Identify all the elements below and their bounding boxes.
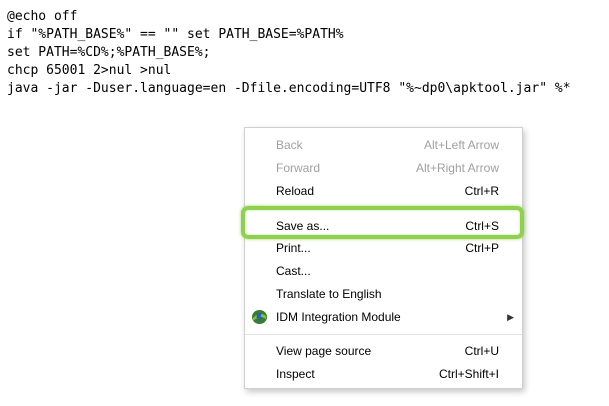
menu-item-back[interactable]: Back Alt+Left Arrow [245,134,522,156]
menu-item-label: Translate to English [276,287,382,301]
menu-item-label: Inspect [276,367,315,381]
idm-icon [252,310,267,324]
menu-item-shortcut: Alt+Left Arrow [423,138,499,152]
batch-script-text: @echo off if "%PATH_BASE%" == "" set PATH… [7,8,571,98]
menu-item-save-as[interactable]: Save as... Ctrl+S [245,215,522,237]
menu-item-translate[interactable]: Translate to English [245,283,522,305]
menu-item-shortcut: Ctrl+P [465,241,499,255]
code-line-2: if "%PATH_BASE%" == "" set PATH_BASE=%PA… [7,27,344,42]
menu-item-inspect[interactable]: Inspect Ctrl+Shift+I [245,363,522,385]
menu-separator [245,208,522,209]
menu-item-view-source[interactable]: View page source Ctrl+U [245,340,522,362]
menu-item-idm-integration[interactable]: IDM Integration Module ▶ [245,306,522,328]
menu-item-label: IDM Integration Module [276,310,401,324]
menu-separator [245,334,522,335]
menu-item-forward[interactable]: Forward Alt+Right Arrow [245,157,522,179]
menu-item-label: View page source [276,344,372,358]
menu-item-shortcut: Ctrl+S [465,219,499,233]
menu-item-reload[interactable]: Reload Ctrl+R [245,180,522,202]
menu-item-label: Forward [276,161,321,175]
menu-item-label: Print... [276,241,311,255]
code-line-3: set PATH=%CD%;%PATH_BASE%; [7,45,211,60]
menu-item-shortcut: Ctrl+R [464,184,499,198]
menu-item-shortcut: Ctrl+U [464,344,499,358]
code-line-4: chcp 65001 2>nul >nul [7,63,172,78]
menu-item-print[interactable]: Print... Ctrl+P [245,237,522,259]
menu-item-label: Back [276,138,303,152]
menu-item-label: Save as... [276,219,330,233]
menu-item-shortcut: Alt+Right Arrow [415,161,499,175]
context-menu: Back Alt+Left Arrow Forward Alt+Right Ar… [244,127,523,389]
code-line-1: @echo off [7,9,78,24]
menu-item-shortcut: Ctrl+Shift+I [438,367,499,381]
code-line-5: java -jar -Duser.language=en -Dfile.enco… [7,81,571,96]
submenu-arrow-icon: ▶ [507,312,514,322]
menu-item-label: Reload [276,184,315,198]
menu-item-label: Cast... [276,264,311,278]
menu-item-cast[interactable]: Cast... [245,260,522,282]
